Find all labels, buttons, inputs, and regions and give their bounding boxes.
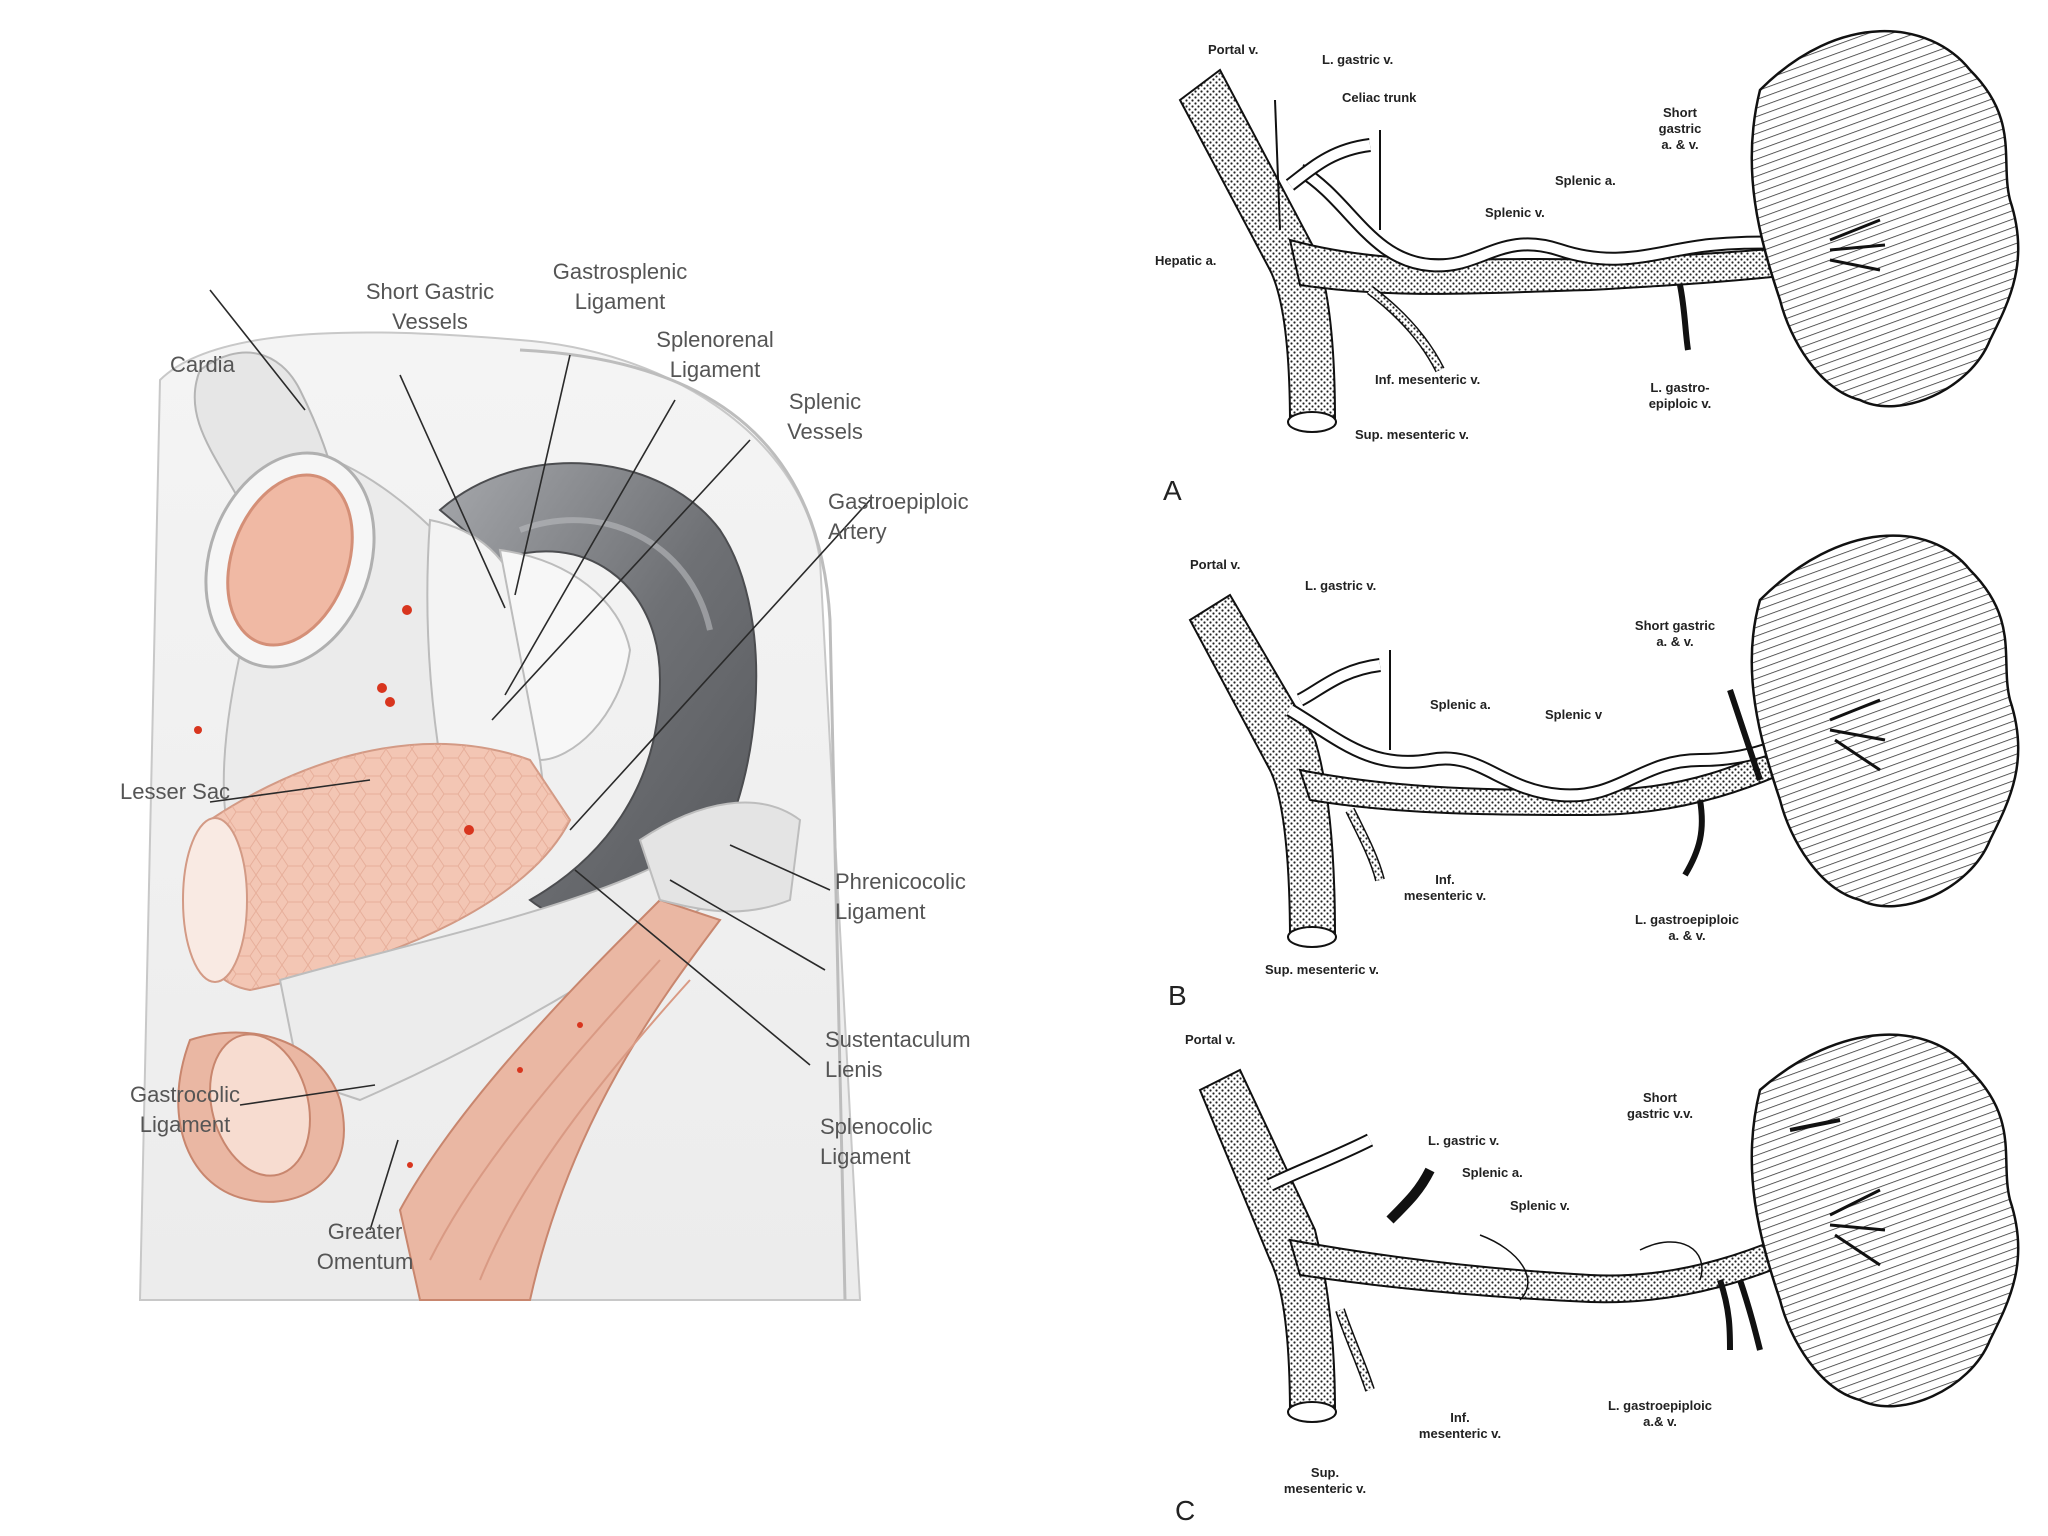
label-line: Short [1663,105,1697,120]
label-line: Gastrocolic [129,1082,241,1107]
label-gastrosplenic-ligament: Gastrosplenic Ligament [540,257,700,317]
label-splenorenal-ligament: Splenorenal Ligament [640,325,790,385]
panel-a-drawing [1178,29,2020,433]
abdominal-wall [519,348,847,1301]
label-line: Phrenicocolic [835,869,966,894]
panel-letter-b: B [1168,980,1187,1011]
label-line: Ligament [139,1112,231,1137]
b-label-l-gastric-v: L. gastric v. [1305,578,1377,593]
splenic-flexure-colon [398,898,722,1301]
label-line: Gastrosplenic [552,259,688,284]
a-label-celiac-trunk: Celiac trunk [1342,90,1417,105]
c-label-portal-v: Portal v. [1185,1032,1236,1047]
label-gastroepiploic-artery: Gastroepiploic Artery [828,487,969,547]
label-phrenicocolic-ligament: Phrenicocolic Ligament [835,867,966,927]
label-line: Inf. [1435,872,1455,887]
label-line: Short gastric [1634,618,1716,633]
a-label-l-gastric-v: L. gastric v. [1322,52,1394,67]
label-line: Lienis [825,1057,883,1082]
label-line: Splenic [788,389,862,414]
b-label-portal-v: Portal v. [1190,557,1241,572]
label-line: Ligament [669,357,761,382]
label-line: Sup. [1310,1465,1340,1480]
label-line: gastric v.v. [1627,1106,1693,1121]
a-label-inf-mesenteric-v: Inf. mesenteric v. [1375,372,1481,387]
phrenicocolic-fold [638,801,802,913]
label-line: L. gastroepiploic [1634,912,1739,927]
right-vessel-drawings [1178,29,2020,1423]
label-line: Ligament [574,289,666,314]
left-anatomy-illustration [138,289,871,1301]
label-line: Vessels [392,309,468,334]
label-line: Artery [828,519,887,544]
label-line: mesenteric v. [1418,1426,1502,1441]
c-label-sup-mesenteric: Sup. mesenteric v. [1270,1465,1380,1497]
label-greater-omentum: Greater Omentum [305,1217,425,1277]
c-label-short-gastric: Short gastric v.v. [1610,1090,1710,1122]
label-line: Splenocolic [820,1114,933,1139]
label-line: mesenteric v. [1403,888,1487,903]
label-line: L. gastroepiploic [1607,1398,1712,1413]
label-line: L. gastro- [1650,380,1710,395]
label-splenic-vessels: Splenic Vessels [765,387,885,447]
label-line: Gastroepiploic [828,489,969,514]
label-line: Vessels [787,419,863,444]
label-line: Inf. [1450,1410,1470,1425]
label-line: epiploic v. [1648,396,1712,411]
label-line: Greater [327,1219,403,1244]
panel-b-drawing [1188,534,2020,948]
label-short-gastric-vessels: Short Gastric Vessels [340,277,520,337]
panel-letter-a: A [1163,475,1182,506]
panel-c-drawing [1198,1033,2020,1423]
label-line: Ligament [820,1144,911,1169]
splenorenal-fold [498,548,632,762]
label-lesser-sac: Lesser Sac [120,779,231,804]
label-line: a. & v. [1656,634,1694,649]
label-line: gastric [1658,121,1702,136]
a-label-splenic-a: Splenic a. [1555,173,1616,188]
label-cardia: Cardia [170,352,235,377]
label-sustentaculum-lienis: Sustentaculum Lienis [825,1025,971,1085]
b-label-l-gastroepiploic: L. gastroepiploic a. & v. [1612,912,1762,944]
b-label-sup-mesenteric-v: Sup. mesenteric v. [1265,962,1379,977]
label-gastrocolic-ligament: Gastrocolic Ligament [110,1080,260,1140]
label-line: Splenorenal [656,327,774,352]
label-line: a. & v. [1668,928,1706,943]
label-line: a. & v. [1661,137,1699,152]
a-label-hepatic-a: Hepatic a. [1155,253,1217,268]
label-line: Short [1643,1090,1677,1105]
panel-letter-c: C [1175,1495,1196,1526]
vessel-dots [194,605,583,1168]
b-label-splenic-a: Splenic a. [1430,697,1491,712]
label-line: Sustentaculum [825,1027,971,1052]
label-line: Ligament [835,899,926,924]
label-line: mesenteric v. [1283,1481,1367,1496]
b-label-inf-mesenteric: Inf. mesenteric v. [1385,872,1505,904]
c-label-inf-mesenteric: Inf. mesenteric v. [1405,1410,1515,1442]
a-label-short-gastric: Short gastric a. & v. [1635,105,1725,153]
label-splenocolic-ligament: Splenocolic Ligament [820,1112,933,1172]
label-line: Short Gastric [365,279,495,304]
b-label-short-gastric: Short gastric a. & v. [1610,618,1740,650]
a-label-l-gastroepiploic-v: L. gastro- epiploic v. [1625,380,1735,412]
c-label-l-gastric-v: L. gastric v. [1428,1133,1500,1148]
leader-lines-left [209,289,871,1231]
c-label-splenic-a: Splenic a. [1462,1165,1523,1180]
a-label-sup-mesenteric-v: Sup. mesenteric v. [1355,427,1469,442]
c-label-l-gastroepiploic: L. gastroepiploic a.& v. [1580,1398,1740,1430]
b-label-splenic-v: Splenic v [1545,707,1603,722]
a-label-portal-v: Portal v. [1208,42,1259,57]
label-line: Omentum [316,1249,414,1274]
c-label-splenic-v: Splenic v. [1510,1198,1570,1213]
label-line: a.& v. [1643,1414,1677,1429]
a-label-splenic-v: Splenic v. [1485,205,1545,220]
